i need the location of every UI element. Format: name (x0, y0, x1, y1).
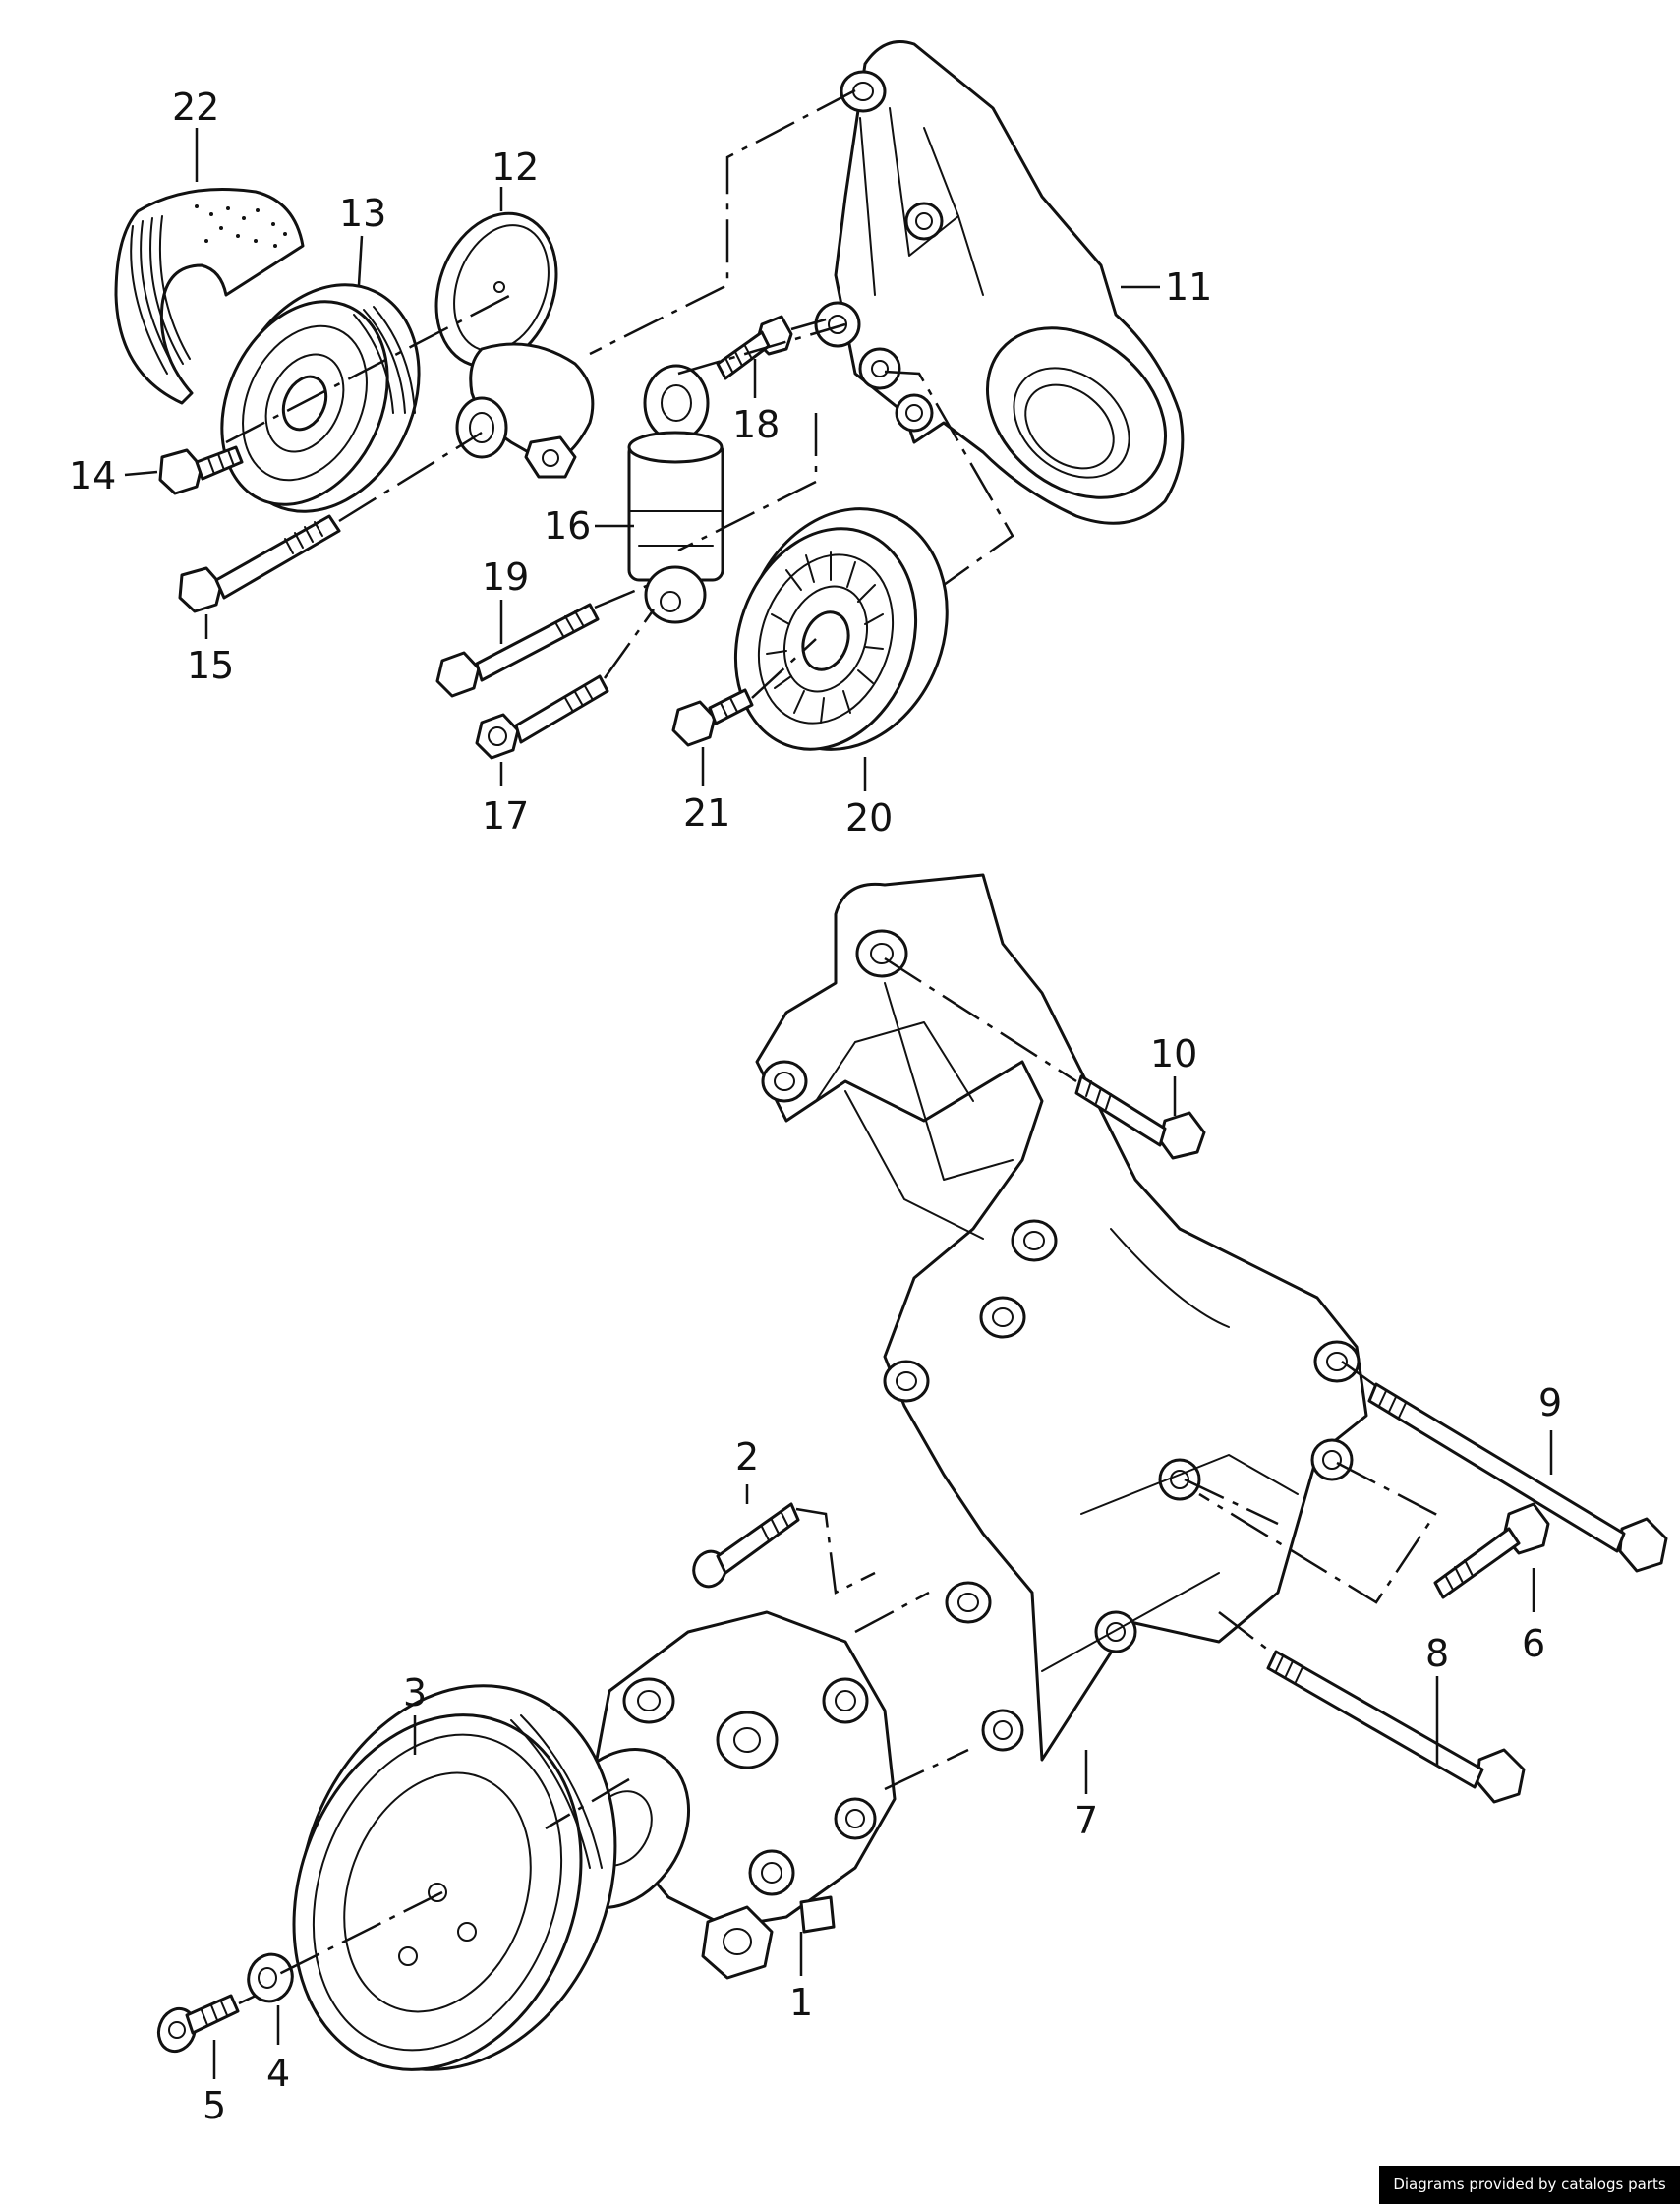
callout-21: 21 (683, 791, 730, 835)
part-17-bolt (475, 674, 609, 760)
callout-5: 5 (203, 2084, 226, 2127)
callout-4: 4 (266, 2052, 290, 2095)
callout-3: 3 (403, 1671, 427, 1714)
callout-9: 9 (1538, 1381, 1562, 1424)
callout-19: 19 (482, 555, 529, 599)
callout-17: 17 (482, 794, 529, 838)
callout-labels: 22 13 12 11 14 15 16 18 19 17 21 20 10 9… (69, 86, 1562, 2127)
part-12-cover-disc (434, 211, 558, 369)
callout-6: 6 (1522, 1622, 1545, 1665)
part-15-bolt (178, 514, 341, 613)
callout-16: 16 (544, 504, 591, 548)
lower-assembly-lines (238, 957, 1437, 2005)
part-5-bolt (156, 1994, 240, 2054)
callout-14: 14 (69, 454, 116, 497)
callout-8: 8 (1425, 1632, 1449, 1675)
callout-11: 11 (1165, 265, 1212, 309)
callout-1: 1 (789, 1981, 813, 2024)
callout-20: 20 (845, 796, 893, 840)
part-9-bolt (1367, 1382, 1668, 1573)
part-6-bolt (1433, 1502, 1550, 1599)
part-16-damper (627, 364, 724, 624)
callout-18: 18 (732, 403, 780, 446)
part-19-bolt (435, 603, 600, 698)
part-4-washer (247, 1952, 294, 2003)
tensioner-arm (455, 342, 595, 479)
part-3-pulley (292, 1684, 617, 2071)
upper-assembly-lines (225, 88, 1014, 699)
callout-15: 15 (187, 644, 234, 687)
part-20-idler-pulley (733, 507, 949, 751)
callout-2: 2 (735, 1435, 759, 1479)
part-11-bracket (814, 40, 1185, 525)
part-2-bolt (692, 1502, 800, 1589)
part-22-ribbed-belt (114, 188, 305, 405)
part-21-bolt (671, 688, 754, 747)
part-14-bolt (158, 445, 244, 495)
callout-13: 13 (339, 192, 386, 235)
callout-22: 22 (172, 86, 219, 129)
part-13-tensioner-pulley (220, 283, 421, 513)
part-7-bracket (755, 873, 1368, 1762)
leader-lines (124, 128, 1553, 2079)
callout-12: 12 (492, 145, 539, 189)
credit-label: Diagrams provided by catalogs parts (1379, 2166, 1680, 2204)
part-18-bolt (716, 315, 793, 380)
callout-10: 10 (1150, 1032, 1197, 1075)
callout-7: 7 (1074, 1799, 1098, 1842)
part-10-bolt (1074, 1074, 1206, 1160)
part-8-bolt (1266, 1650, 1526, 1804)
